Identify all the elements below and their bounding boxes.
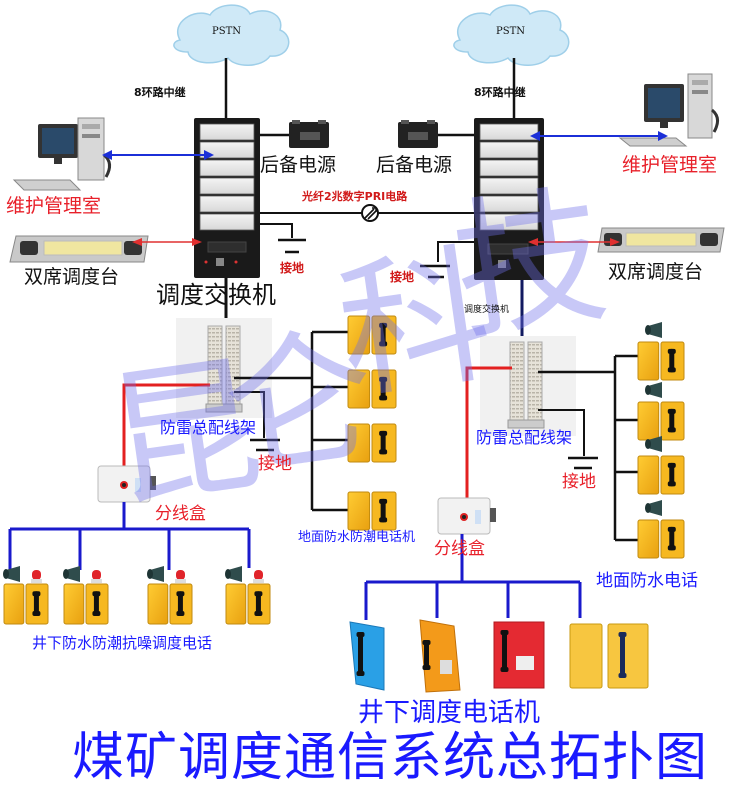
maintenance-room-label-right: 维护管理室	[622, 154, 718, 176]
dual-console-label-left: 双席调度台	[24, 266, 120, 288]
underground-phones-label-left: 井下防水防潮抗噪调度电话	[32, 634, 213, 652]
dual-console-label-right: 双席调度台	[608, 261, 704, 283]
backup-battery-left	[260, 120, 329, 148]
underground-phone-blue	[349, 621, 385, 691]
surface-phones-label-left: 地面防水防潮电话机	[298, 530, 416, 545]
surface-phone-left-4	[347, 491, 397, 531]
pstn-cloud-left	[173, 4, 290, 66]
junction-box-right	[437, 497, 496, 535]
underground-phone-yellow-open	[569, 623, 649, 689]
underground-phone-left-2	[63, 566, 109, 625]
dual-dispatch-console-right	[597, 227, 725, 253]
backup-power-label-right: 后备电源	[376, 154, 453, 176]
surface-phone-left-2	[347, 369, 397, 409]
lightning-mdf-left	[176, 318, 272, 418]
surface-phone-left-1	[347, 315, 397, 355]
underground-phone-orange	[419, 619, 461, 693]
ground-symbol-mdf-left	[234, 391, 280, 452]
surface-phone-left-3	[347, 423, 397, 463]
surface-phone-right-2	[637, 382, 685, 441]
ground-symbol-switch-right	[420, 241, 474, 279]
underground-phone-left-4	[225, 566, 271, 625]
underground-phones-label-right: 井下调度电话机	[358, 698, 541, 728]
dispatch-switch-rack-left	[194, 118, 260, 278]
trunk-label-right: 8环路中继	[474, 86, 526, 99]
maintenance-computer-left	[12, 117, 111, 191]
junction-box-left	[97, 465, 156, 503]
surface-phones-label-right: 地面防水电话	[596, 571, 698, 591]
pri-link-label: 光纤2兆数字PRI电路	[302, 190, 408, 203]
backup-power-label-left: 后备电源	[260, 154, 337, 176]
mdf-to-junction-right	[465, 366, 512, 498]
maintenance-link-right	[530, 131, 668, 141]
surface-phone-right-4	[637, 500, 685, 559]
ground-label-mdf-left: 接地	[258, 454, 292, 474]
mdf-label-left: 防雷总配线架	[160, 418, 257, 437]
mdf-label-right: 防雷总配线架	[476, 428, 573, 447]
trunk-label-left: 8环路中继	[134, 86, 186, 99]
pstn-label-right: PSTN	[496, 26, 525, 37]
ground-label-mdf-right: 接地	[562, 472, 596, 492]
pstn-label-left: PSTN	[212, 26, 241, 37]
underground-bus-left	[8, 502, 251, 575]
dispatch-switch-label-right: 调度交换机	[464, 305, 510, 315]
maintenance-computer-right	[618, 73, 719, 147]
ground-label-switch-left: 接地	[280, 261, 305, 275]
lightning-mdf-right	[480, 336, 576, 436]
underground-phone-left-1	[3, 566, 49, 625]
optical-transceiver-icon	[361, 204, 379, 222]
diagram-title: 煤矿调度通信系统总拓扑图	[72, 728, 709, 788]
junction-box-label-left: 分线盒	[155, 504, 206, 524]
maintenance-room-label-left: 维护管理室	[6, 195, 102, 217]
underground-bus-right	[364, 534, 582, 620]
maintenance-link-left	[102, 150, 214, 160]
surface-phone-right-3	[637, 436, 685, 495]
underground-phone-red	[493, 621, 545, 689]
surface-bus-right	[538, 354, 638, 542]
pstn-cloud-right	[453, 4, 570, 66]
underground-phone-left-3	[147, 566, 193, 625]
dispatch-switch-rack-right	[474, 118, 544, 280]
console-link-left	[132, 238, 202, 246]
dual-dispatch-console-left	[9, 235, 149, 263]
backup-battery-right	[398, 120, 474, 148]
console-link-right	[528, 238, 620, 246]
ground-symbol-switch-left	[260, 223, 306, 254]
surface-bus-left	[234, 330, 348, 512]
surface-phone-right-1	[637, 322, 685, 381]
mdf-to-junction-left	[122, 383, 210, 468]
junction-box-label-right: 分线盒	[434, 539, 485, 559]
ground-symbol-mdf-right	[538, 409, 598, 470]
dispatch-switch-label-left: 调度交换机	[156, 281, 276, 309]
ground-label-switch-right: 接地	[390, 270, 415, 284]
